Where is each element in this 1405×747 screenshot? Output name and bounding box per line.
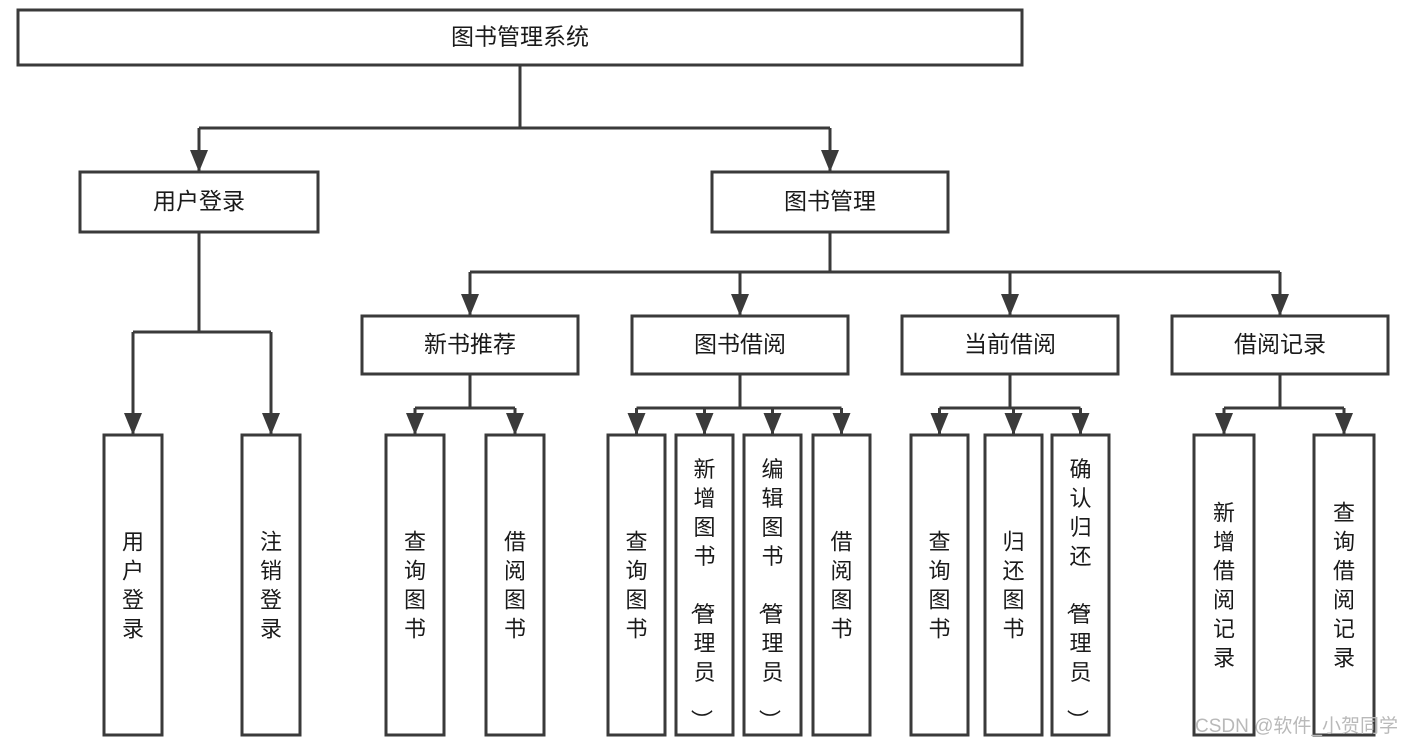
node-leaf-user-login[interactable]: 用户登录	[102, 433, 164, 737]
node-leaf-rec-query[interactable]: 查询图书	[384, 433, 446, 737]
node-leaf-user-logout-label: 注销登录	[260, 530, 282, 642]
node-leaf-cur-confirm[interactable]: 确认归还（管理员）	[1050, 433, 1111, 737]
node-leaf-rec-borrow-box	[484, 433, 546, 737]
root-arrow-1	[821, 150, 839, 172]
new-book-rec-leaf-arrow-0	[406, 413, 424, 435]
node-leaf-cur-return-label: 归还图书	[1002, 530, 1024, 642]
edges-layer	[124, 65, 1353, 435]
node-leaf-rec-query-label: 查询图书	[404, 530, 426, 642]
node-book-borrow-label: 图书借阅	[694, 331, 786, 357]
node-leaf-borrow-query-box	[606, 433, 667, 737]
book-manage-arrow-2	[1001, 294, 1019, 316]
node-leaf-borrow-lend[interactable]: 借阅图书	[811, 433, 872, 737]
node-current-borrow-box	[900, 314, 1120, 376]
node-leaf-borrow-edit[interactable]: 编辑图书（管理员）	[742, 433, 803, 737]
node-new-book-rec-label: 新书推荐	[424, 331, 516, 357]
node-borrow-record[interactable]: 借阅记录	[1170, 314, 1390, 376]
node-book-manage-label: 图书管理	[784, 188, 876, 214]
node-leaf-rec-query-box	[384, 433, 446, 737]
node-leaf-user-logout[interactable]: 注销登录	[240, 433, 302, 737]
node-leaf-cur-confirm-label: 确认归还（管理员）	[1064, 457, 1091, 731]
node-leaf-rec-add-label: 新增借阅记录	[1213, 501, 1235, 671]
node-borrow-record-box	[1170, 314, 1390, 376]
node-leaf-rec-search-box	[1312, 433, 1376, 737]
node-leaf-cur-return-box	[983, 433, 1044, 737]
root-arrow-0	[190, 150, 208, 172]
node-root-book-management-system[interactable]: 图书管理系统	[16, 8, 1024, 67]
node-leaf-cur-query[interactable]: 查询图书	[909, 433, 970, 737]
node-root-book-management-system-label: 图书管理系统	[451, 24, 589, 50]
node-leaf-rec-search[interactable]: 查询借阅记录	[1312, 433, 1376, 737]
node-borrow-record-label: 借阅记录	[1234, 331, 1326, 357]
node-leaf-rec-add[interactable]: 新增借阅记录	[1192, 433, 1256, 737]
node-leaf-borrow-query[interactable]: 查询图书	[606, 433, 667, 737]
node-leaf-rec-borrow-label: 借阅图书	[504, 530, 526, 642]
book-borrow-leaf-arrow-3	[832, 413, 851, 435]
node-leaf-borrow-add-label: 新增图书（管理员）	[688, 457, 715, 731]
node-user-login-box	[78, 170, 320, 234]
node-new-book-rec-box	[360, 314, 580, 376]
node-leaf-rec-add-box	[1192, 433, 1256, 737]
node-leaf-user-logout-box	[240, 433, 302, 737]
node-leaf-borrow-lend-label: 借阅图书	[830, 530, 852, 642]
new-book-rec-leaf-arrow-1	[506, 413, 524, 435]
node-current-borrow[interactable]: 当前借阅	[900, 314, 1120, 376]
node-user-login[interactable]: 用户登录	[78, 170, 320, 234]
node-leaf-user-login-label: 用户登录	[122, 530, 144, 642]
book-borrow-leaf-arrow-2	[763, 413, 782, 435]
user-login-leaf-arrow-1	[262, 413, 280, 435]
borrow-record-leaf-arrow-0	[1215, 413, 1233, 435]
node-leaf-cur-query-label: 查询图书	[928, 530, 950, 642]
node-leaf-cur-confirm-box	[1050, 433, 1111, 737]
nodes-layer: 图书管理系统用户登录图书管理新书推荐图书借阅当前借阅借阅记录用户登录注销登录查询…	[16, 8, 1390, 737]
book-manage-arrow-0	[461, 294, 479, 316]
node-leaf-borrow-lend-box	[811, 433, 872, 737]
node-leaf-user-login-box	[102, 433, 164, 737]
node-leaf-borrow-edit-box	[742, 433, 803, 737]
current-borrow-leaf-arrow-0	[930, 413, 949, 435]
node-book-borrow-box	[630, 314, 850, 376]
user-login-leaf-arrow-0	[124, 413, 142, 435]
node-book-manage-box	[710, 170, 950, 234]
book-manage-arrow-3	[1271, 294, 1289, 316]
node-leaf-rec-borrow[interactable]: 借阅图书	[484, 433, 546, 737]
book-manage-arrow-1	[731, 294, 749, 316]
node-leaf-borrow-add-box	[674, 433, 735, 737]
node-leaf-rec-search-label: 查询借阅记录	[1333, 501, 1355, 671]
node-new-book-rec[interactable]: 新书推荐	[360, 314, 580, 376]
node-user-login-label: 用户登录	[153, 188, 245, 214]
current-borrow-leaf-arrow-1	[1004, 413, 1023, 435]
book-borrow-leaf-arrow-1	[695, 413, 714, 435]
book-borrow-leaf-arrow-0	[627, 413, 646, 435]
node-leaf-cur-query-box	[909, 433, 970, 737]
borrow-record-leaf-arrow-1	[1335, 413, 1353, 435]
node-leaf-borrow-edit-label: 编辑图书（管理员）	[756, 457, 783, 731]
node-book-borrow[interactable]: 图书借阅	[630, 314, 850, 376]
node-book-manage[interactable]: 图书管理	[710, 170, 950, 234]
csdn-watermark: CSDN @软件_小贺同学	[1195, 715, 1398, 737]
node-leaf-borrow-query-label: 查询图书	[625, 530, 647, 642]
node-root-book-management-system-box	[16, 8, 1024, 67]
node-current-borrow-label: 当前借阅	[964, 331, 1056, 357]
node-leaf-borrow-add[interactable]: 新增图书（管理员）	[674, 433, 735, 737]
node-leaf-cur-return[interactable]: 归还图书	[983, 433, 1044, 737]
current-borrow-leaf-arrow-2	[1071, 413, 1090, 435]
